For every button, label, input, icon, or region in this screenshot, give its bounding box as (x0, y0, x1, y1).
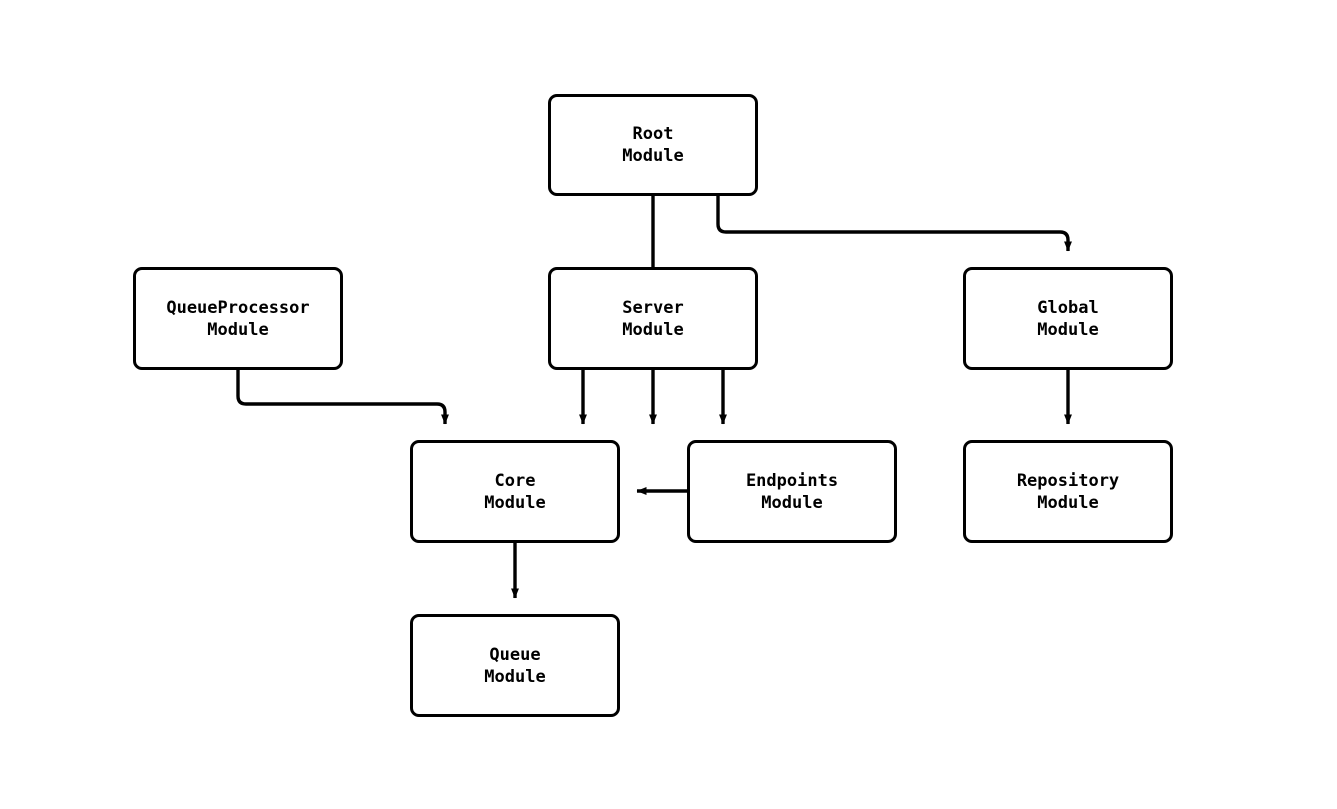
node-repository-module[interactable]: Repository Module (963, 440, 1173, 543)
node-core-module[interactable]: Core Module (410, 440, 620, 543)
edge-queueprocessor-to-core (236, 370, 449, 425)
node-queue-module[interactable]: Queue Module (410, 614, 620, 717)
node-root-module-label: Root Module (622, 124, 684, 166)
edge-root-to-global (716, 196, 1072, 252)
node-endpoints-module[interactable]: Endpoints Module (687, 440, 897, 543)
node-endpoints-module-label: Endpoints Module (745, 470, 839, 513)
node-global-module-label: Global Module (1037, 297, 1099, 340)
node-server-module-label: Server Module (622, 297, 684, 340)
node-core-module-label: Core Module (484, 470, 546, 513)
node-server-module[interactable]: Server Module (548, 267, 758, 370)
node-root-module[interactable]: Root Module (548, 94, 758, 196)
node-queueprocessor-module[interactable]: QueueProcessor Module (133, 267, 343, 370)
node-repository-module-label: Repository Module (1016, 470, 1120, 513)
node-queueprocessor-module-label: QueueProcessor Module (166, 297, 310, 340)
node-queue-module-label: Queue Module (484, 644, 546, 687)
node-global-module[interactable]: Global Module (963, 267, 1173, 370)
